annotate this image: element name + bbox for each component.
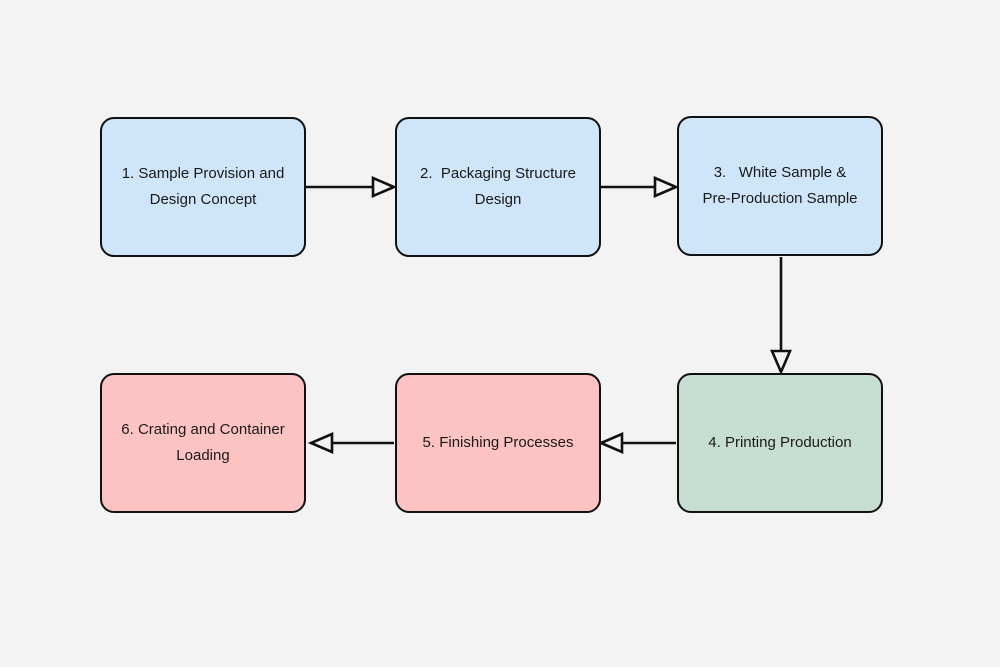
arrow-4-to-5 bbox=[597, 432, 676, 454]
node-crating-and-container-loading[interactable]: 6. Crating and Container Loading bbox=[100, 373, 306, 513]
node-sample-provision-and-design-concept[interactable]: 1. Sample Provision and Design Concept bbox=[100, 117, 306, 257]
arrow-2-to-3 bbox=[601, 176, 680, 198]
node-finishing-processes[interactable]: 5. Finishing Processes bbox=[395, 373, 601, 513]
node-label: 1. Sample Provision and Design Concept bbox=[121, 165, 285, 208]
node-label: 2. Packaging Structure Design bbox=[420, 165, 576, 208]
node-label: 6. Crating and Container Loading bbox=[121, 421, 285, 464]
arrow-5-to-6 bbox=[307, 432, 394, 454]
node-printing-production[interactable]: 4. Printing Production bbox=[677, 373, 883, 513]
arrow-3-to-4 bbox=[770, 257, 792, 376]
left-open-arrowhead-icon bbox=[307, 432, 334, 454]
node-label: 5. Finishing Processes bbox=[422, 434, 574, 451]
right-open-arrowhead-icon bbox=[653, 176, 680, 198]
node-label: 3. White Sample & Pre-Production Sample bbox=[702, 164, 858, 207]
node-packaging-structure-design[interactable]: 2. Packaging Structure Design bbox=[395, 117, 601, 257]
node-label: 4. Printing Production bbox=[708, 434, 852, 451]
node-white-sample-pre-production-sample[interactable]: 3. White Sample & Pre-Production Sample bbox=[677, 116, 883, 256]
right-open-arrowhead-icon bbox=[371, 176, 398, 198]
down-open-arrowhead-icon bbox=[770, 349, 792, 376]
arrow-1-to-2 bbox=[306, 176, 398, 198]
left-open-arrowhead-icon bbox=[597, 432, 624, 454]
